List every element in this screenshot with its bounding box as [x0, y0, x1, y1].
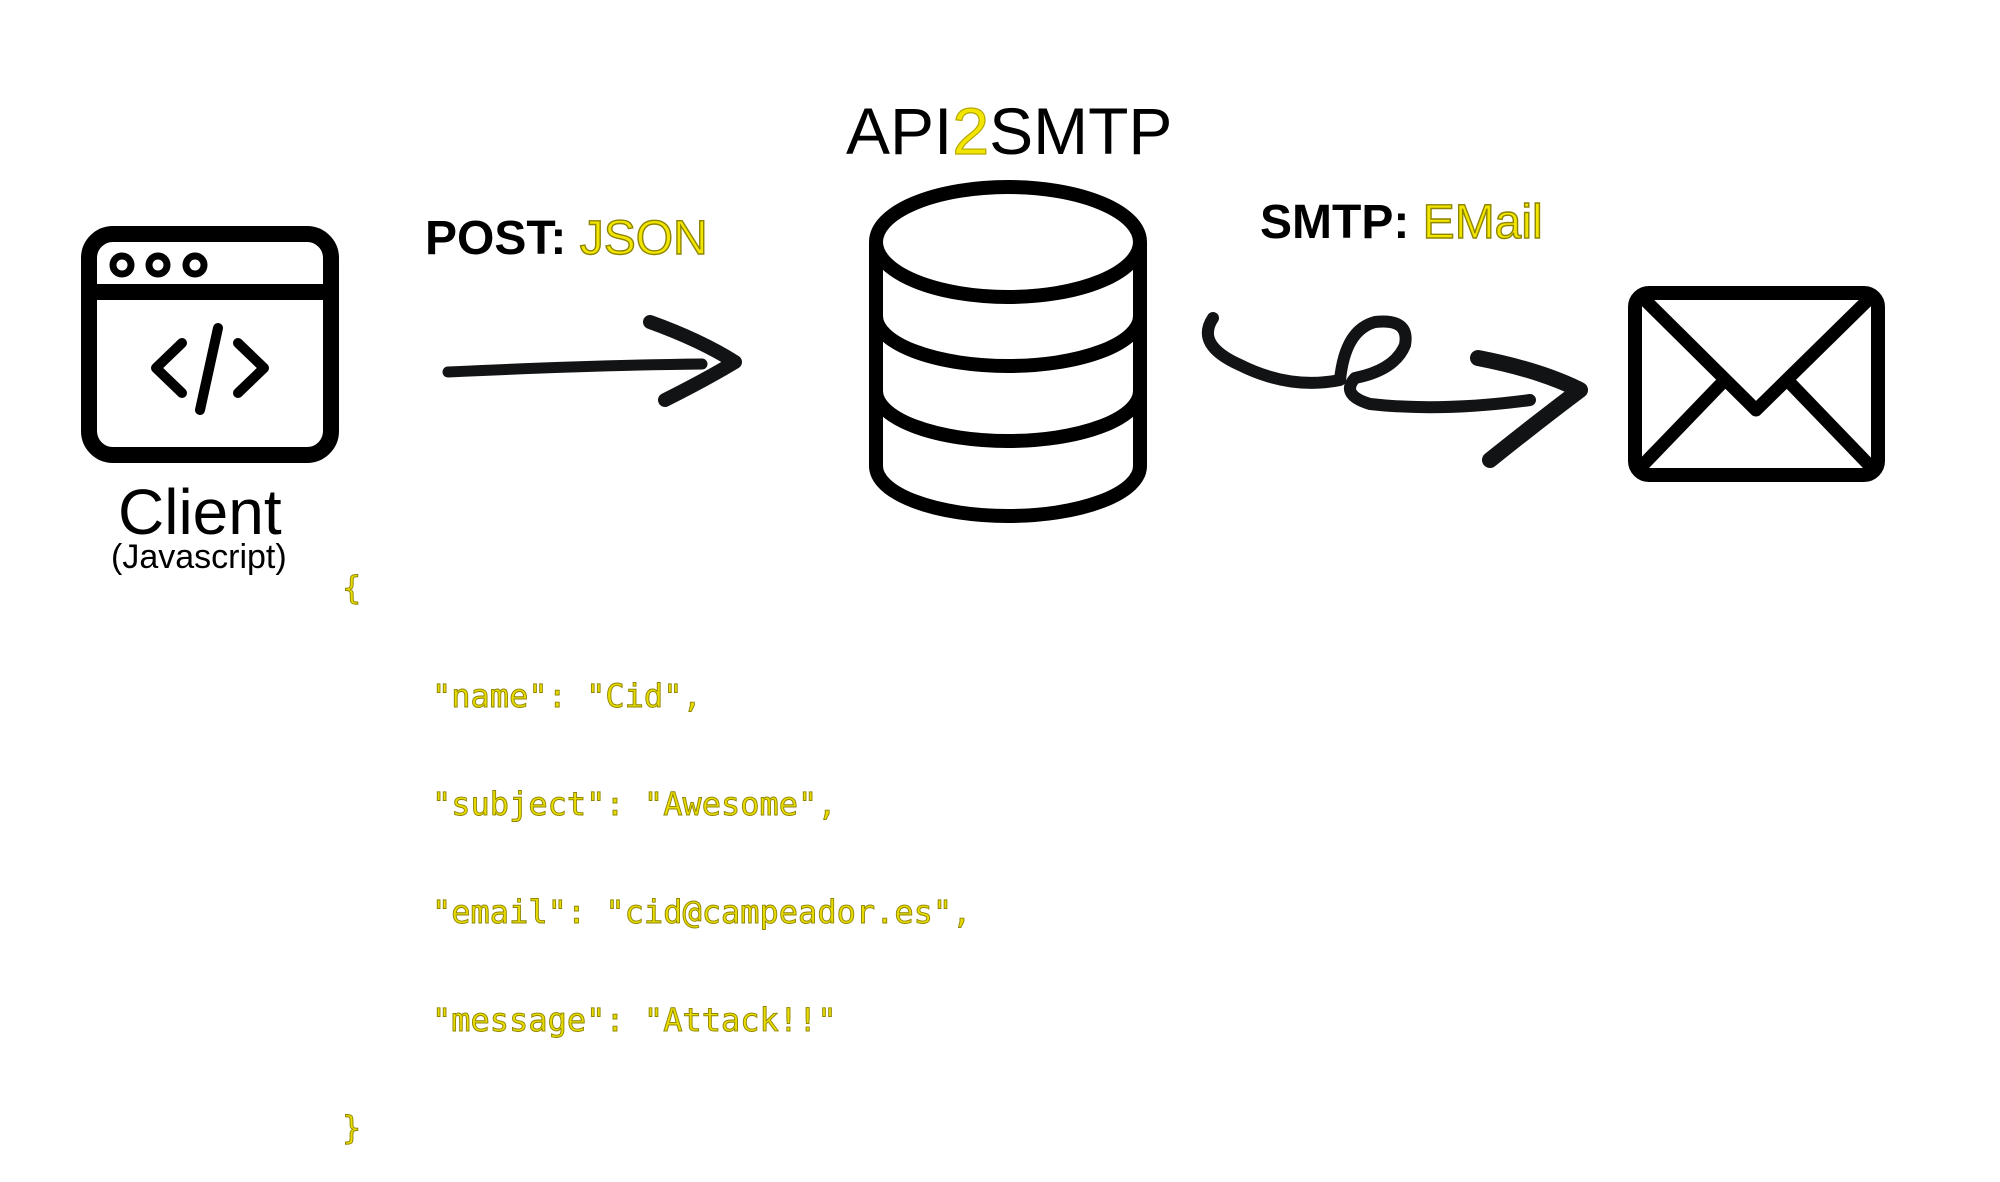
post-format: JSON: [579, 212, 708, 265]
smtp-label: SMTP: EMail: [1260, 196, 1543, 249]
loop-arrow-icon: [1202, 312, 1588, 468]
json-line-subject: "subject": "Awesome",: [432, 785, 837, 823]
code-window-icon: [81, 226, 339, 463]
server-title: API2SMTP: [846, 97, 1172, 164]
json-line-name: "name": "Cid",: [432, 677, 703, 715]
server-title-highlight: 2: [952, 94, 990, 168]
json-close-brace: }: [342, 1109, 362, 1147]
post-method: POST:: [425, 212, 567, 265]
smtp-protocol: SMTP:: [1260, 196, 1410, 249]
server-title-prefix: API: [846, 94, 953, 168]
client-subtitle: (Javascript): [111, 538, 287, 576]
arrow-right-icon: [442, 315, 742, 407]
json-example: { "name": "Cid", "subject": "Awesome", "…: [342, 498, 972, 1182]
post-label: POST: JSON: [425, 212, 708, 265]
client-title: Client: [118, 476, 282, 548]
envelope-icon: [1628, 286, 1885, 482]
json-line-message: "message": "Attack!!": [432, 1001, 837, 1039]
database-icon: [869, 180, 1147, 523]
json-open-brace: {: [342, 569, 362, 607]
server-title-suffix: SMTP: [989, 94, 1173, 168]
json-line-email: "email": "cid@campeador.es",: [432, 893, 972, 931]
smtp-format: EMail: [1422, 196, 1543, 249]
